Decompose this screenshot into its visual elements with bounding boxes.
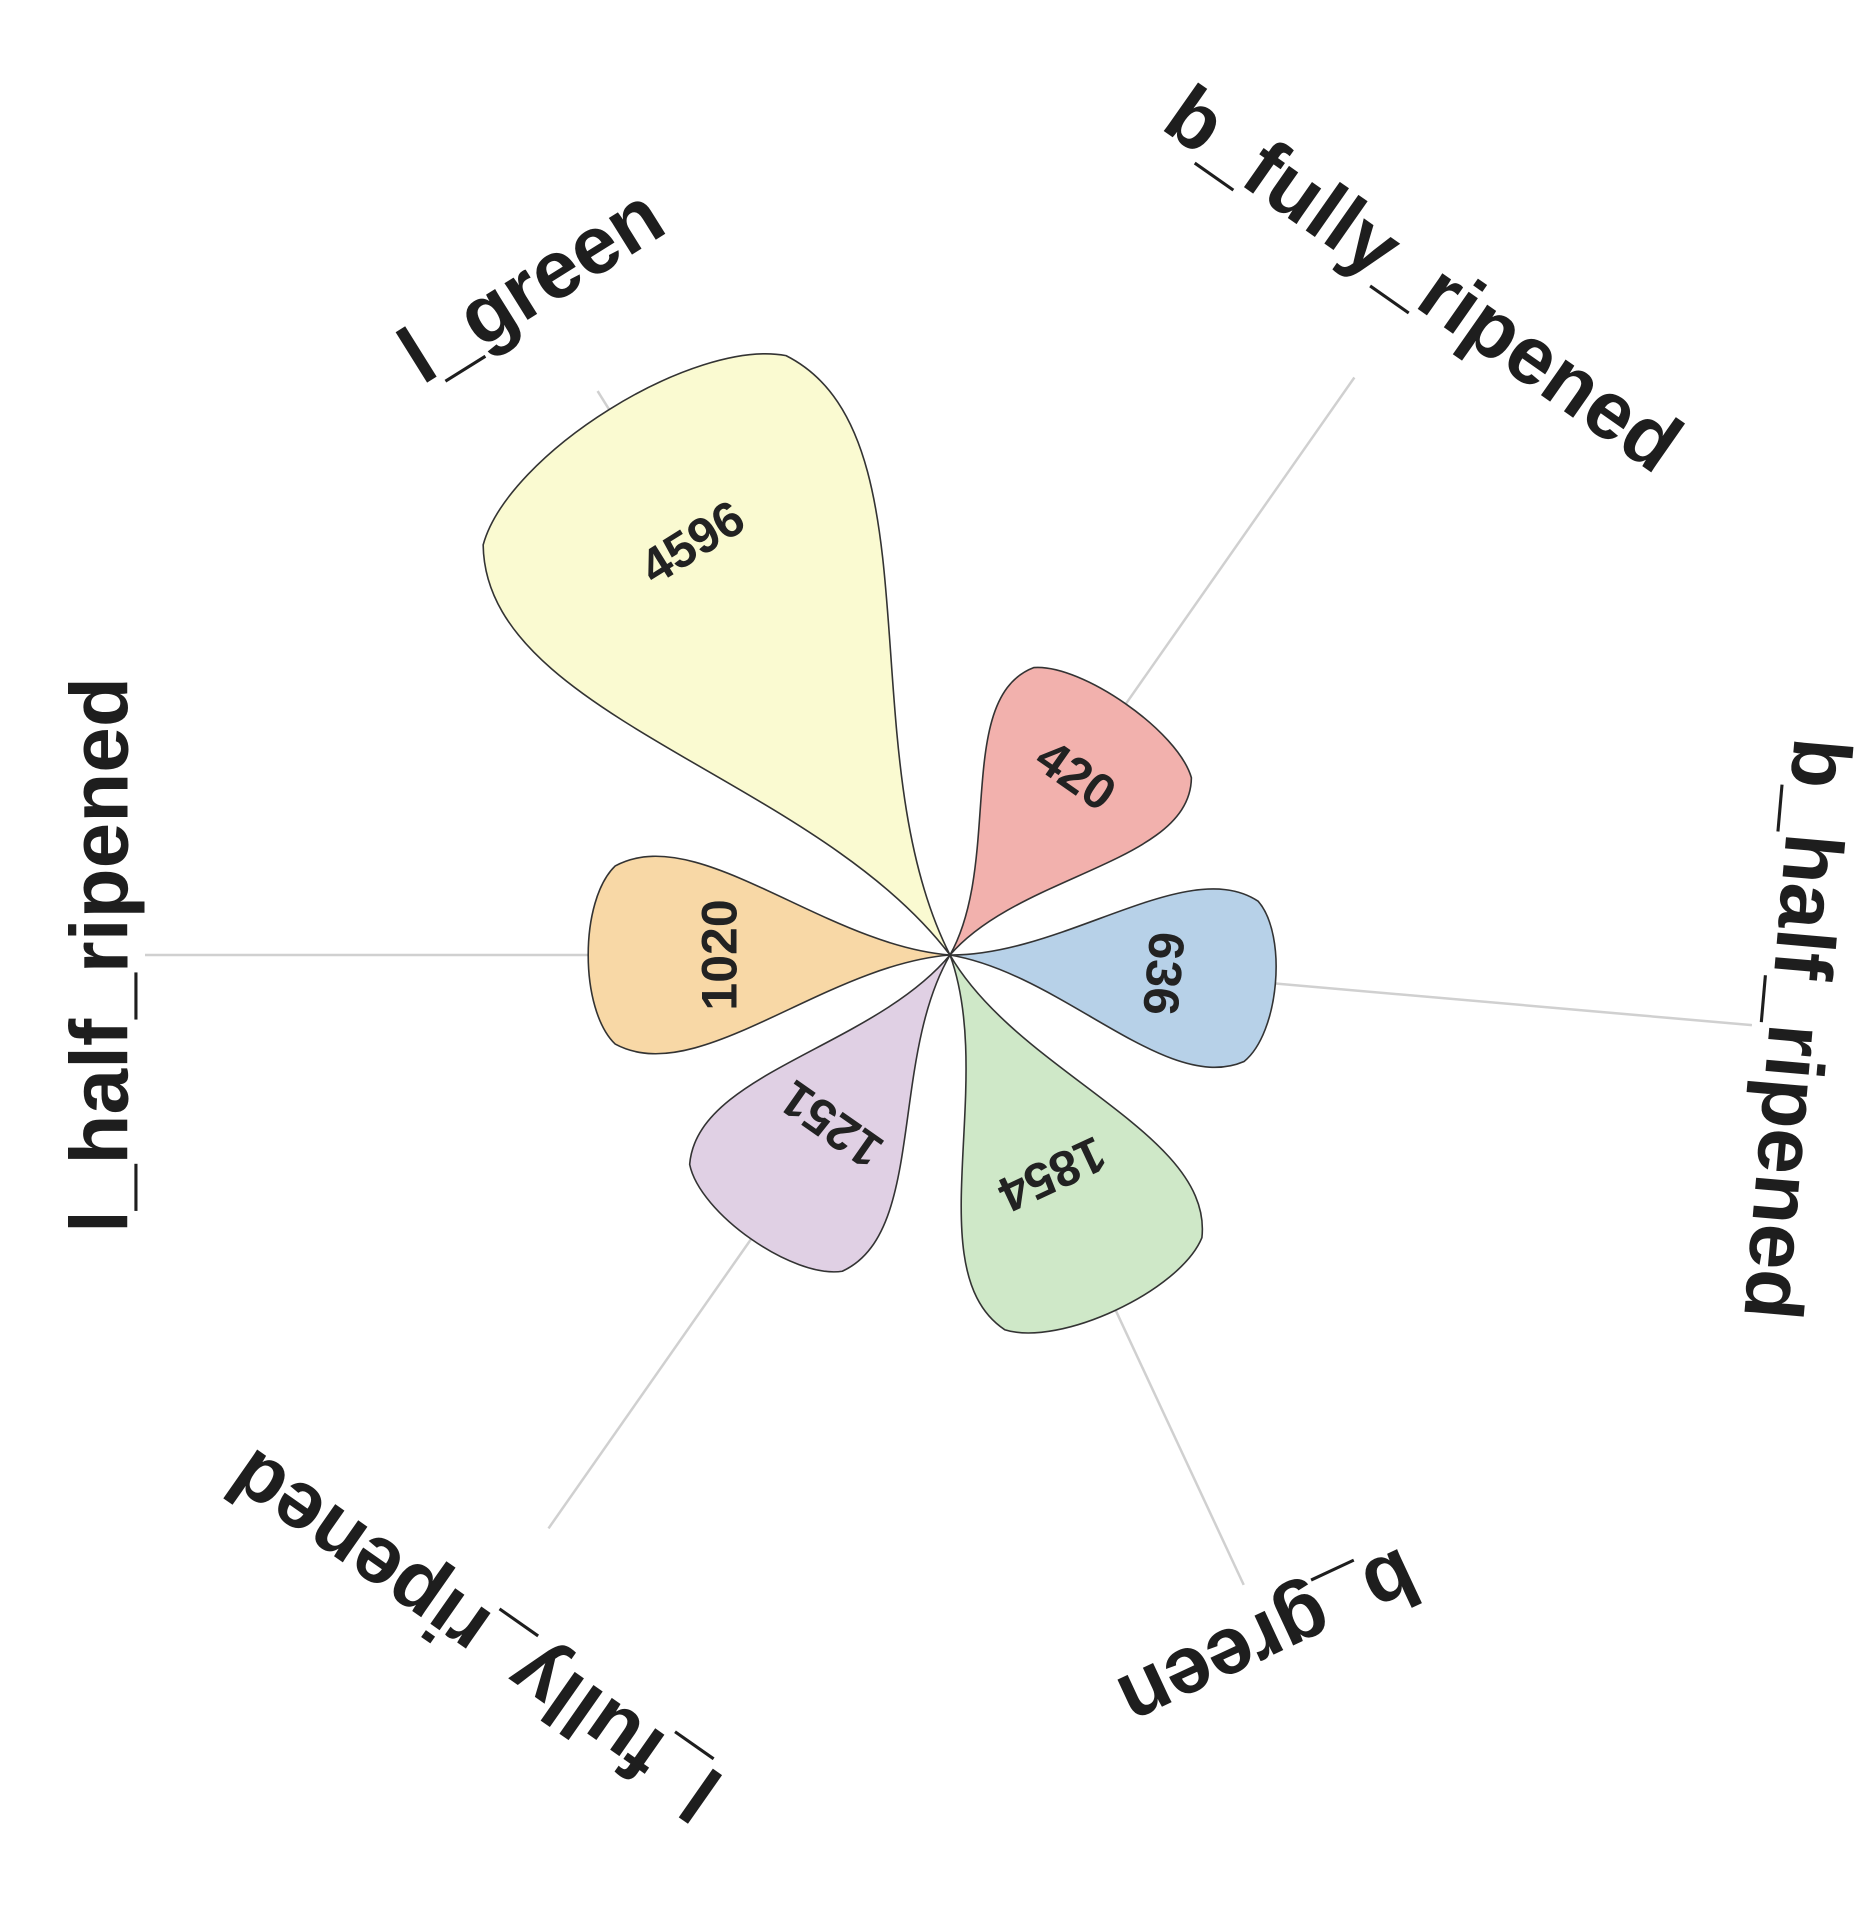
category-label-l_fully_ripened: l_fully_ripened	[211, 1432, 737, 1838]
spoke-l_fully_ripened	[547, 1236, 754, 1530]
category-labels: b_fully_ripened b_half_ripened b_green l_fu…	[55, 68, 1866, 1838]
spoke-l_green	[596, 390, 612, 413]
category-label-b_half_ripened: b_half_ripened	[1726, 735, 1866, 1324]
petals	[482, 353, 1277, 1334]
petal-l_half_ripened	[587, 855, 951, 1055]
petal-b_fully_ripened	[949, 666, 1193, 956]
petal-b_green	[949, 954, 1204, 1334]
value-label-l_half_ripened: 1020	[692, 899, 748, 1010]
category-label-b_fully_ripened: b_fully_ripened	[1149, 68, 1698, 490]
category-label-l_green: l_green	[384, 169, 680, 401]
value-label-b_half_ripened: 636	[1132, 930, 1195, 1018]
spoke-b_half_ripened	[1273, 982, 1753, 1027]
spoke-b_green	[1113, 1307, 1245, 1586]
petal-b_half_ripened	[949, 888, 1277, 1069]
spoke-lines	[145, 376, 1753, 1586]
spoke-b_fully_ripened	[1123, 376, 1356, 706]
petal-l_fully_ripened	[688, 954, 951, 1273]
category-label-b_green: b_green	[1105, 1531, 1433, 1748]
petal-l_green	[482, 353, 951, 956]
category-label-l_half_ripened: l_half_ripened	[55, 677, 146, 1233]
